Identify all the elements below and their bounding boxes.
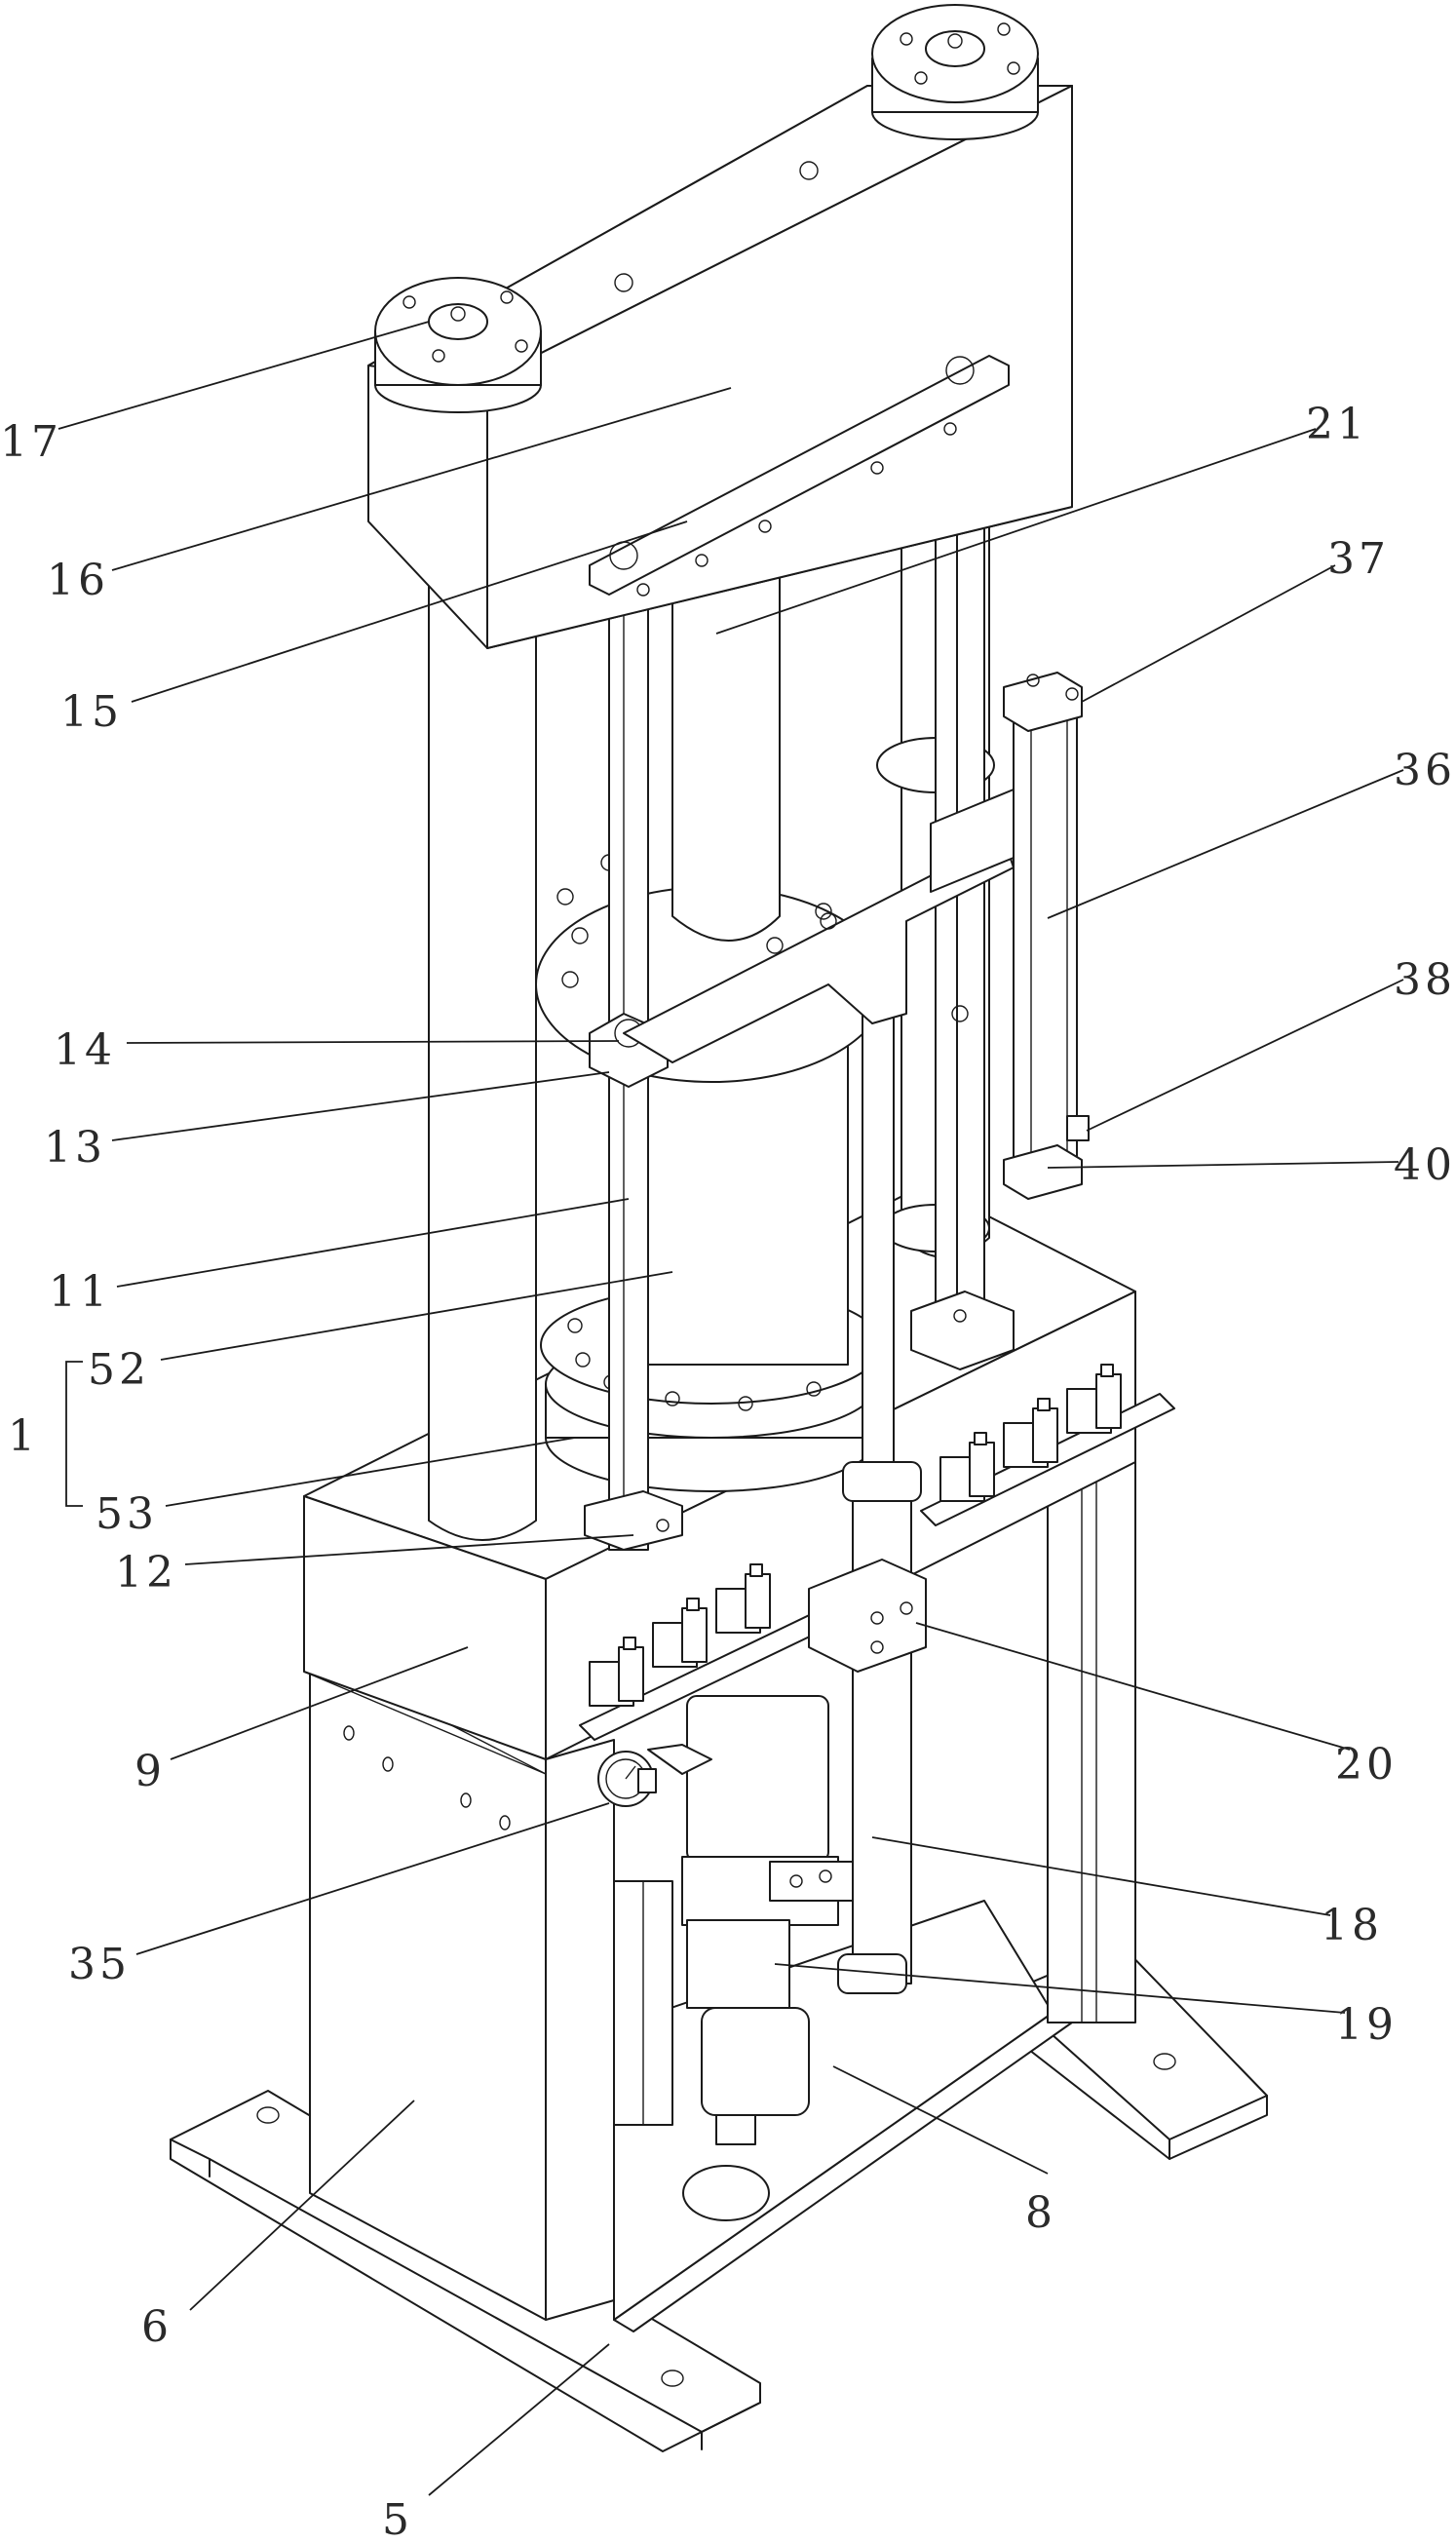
label-40: 40 [1394,1140,1456,1190]
label-38: 38 [1394,955,1456,1005]
label-16: 16 [47,556,109,605]
label-53: 53 [96,1489,158,1539]
label-35: 35 [68,1940,131,1989]
label-11: 11 [49,1267,111,1317]
label-9: 9 [134,1747,166,1796]
label-5: 5 [382,2495,413,2543]
leader-40 [1048,1162,1399,1168]
label-15: 15 [60,687,123,737]
label-52: 52 [88,1345,150,1395]
label-6: 6 [141,2302,172,2352]
top-cap-right [872,5,1038,139]
leader-36 [1048,770,1403,918]
leader-38 [1087,980,1403,1131]
leader-37 [1082,565,1335,702]
label-14: 14 [54,1025,116,1075]
label-13: 13 [44,1123,106,1173]
leader-14 [127,1041,619,1043]
leader-11 [117,1199,629,1287]
rear-right-columns [1048,1447,1135,2023]
top-cap-left [375,278,541,412]
side-guide-cylinder [1004,673,1089,1199]
label-21: 21 [1306,400,1368,449]
label-18: 18 [1321,1901,1383,1950]
label-20: 20 [1335,1740,1398,1790]
label-1: 1 [8,1411,39,1461]
label-8: 8 [1025,2188,1056,2238]
label-12: 12 [115,1548,177,1598]
group-bracket [66,1362,83,1506]
label-37: 37 [1327,534,1390,584]
label-36: 36 [1394,746,1456,795]
left-column [429,585,536,1540]
label-17: 17 [0,417,62,467]
label-19: 19 [1335,2000,1398,2050]
pressure-gauge [598,1752,656,1806]
